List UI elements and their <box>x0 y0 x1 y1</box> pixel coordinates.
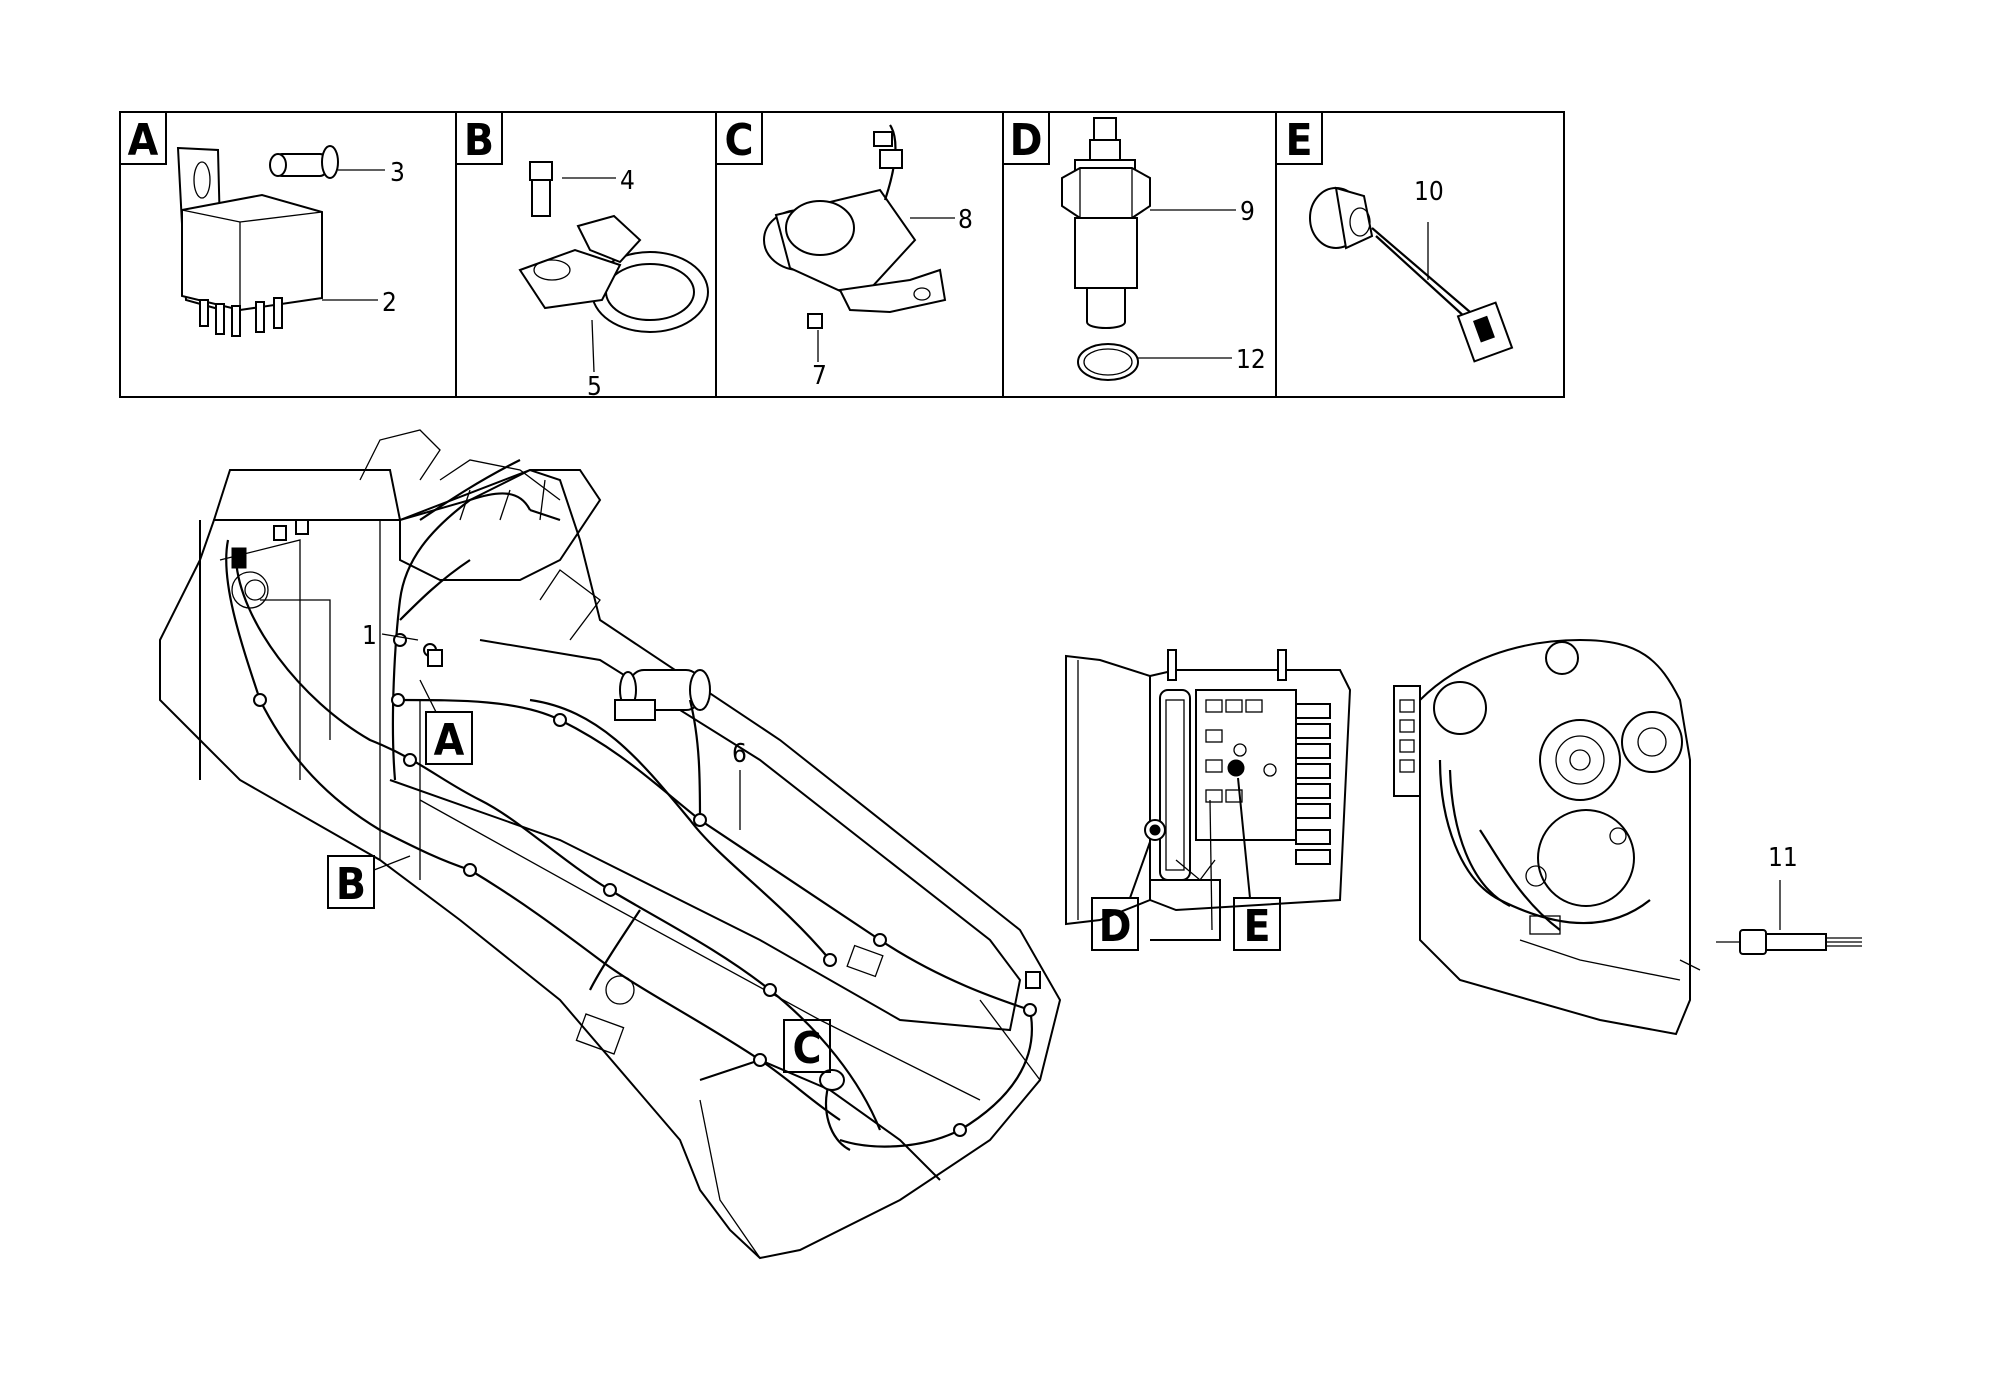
panel-d: D 9 12 <box>1002 111 1266 381</box>
speed-sensor: 11 <box>1716 843 1862 955</box>
location-tag-e: E <box>1233 777 1281 952</box>
transmission-side-view <box>1065 649 1352 941</box>
svg-text:D: D <box>1099 901 1132 952</box>
panel-b: B 4 5 <box>455 111 709 402</box>
callout-9: 9 <box>1240 197 1255 227</box>
svg-text:A: A <box>434 715 465 766</box>
main-callouts: 1 6 <box>362 621 747 830</box>
wiring-harness <box>225 459 1041 1151</box>
svg-text:C: C <box>792 1023 821 1074</box>
starter-motor <box>614 669 711 721</box>
location-tag-b: B <box>327 855 411 910</box>
transmission-rear-view <box>1393 638 1701 1036</box>
callout-2: 2 <box>382 288 397 318</box>
panel-a: A 3 2 <box>119 111 405 337</box>
temperature-sender-drawing <box>1061 117 1151 381</box>
callout-12: 12 <box>1236 345 1266 375</box>
callout-5: 5 <box>587 372 602 402</box>
callout-4: 4 <box>620 166 635 196</box>
clip-drawing <box>518 161 709 333</box>
panel-a-letter: A <box>128 115 159 166</box>
callout-1: 1 <box>362 621 377 651</box>
panel-d-letter: D <box>1010 115 1043 166</box>
callout-3: 3 <box>390 158 405 188</box>
callout-8: 8 <box>958 205 973 235</box>
solenoid-stack <box>1295 703 1331 865</box>
callout-7: 7 <box>812 361 827 391</box>
location-tag-d: D <box>1091 841 1151 952</box>
callout-6: 6 <box>732 739 747 769</box>
panel-c: C 8 7 <box>715 111 973 391</box>
callout-10: 10 <box>1414 177 1444 207</box>
panel-e: E 10 <box>1275 111 1514 363</box>
panel-c-letter: C <box>724 115 753 166</box>
location-tag-a: A <box>419 679 473 766</box>
svg-text:B: B <box>336 859 366 910</box>
valve-block <box>1205 699 1277 803</box>
panel-e-letter: E <box>1285 115 1312 166</box>
svg-text:E: E <box>1243 901 1270 952</box>
location-tag-c: C <box>783 1019 831 1074</box>
relay-drawing <box>176 145 339 337</box>
callout-11: 11 <box>1768 843 1798 873</box>
panel-b-letter: B <box>464 115 494 166</box>
holder-drawing <box>763 124 947 329</box>
chassis-view <box>159 429 1062 1260</box>
pressure-switch-drawing <box>1309 186 1514 363</box>
